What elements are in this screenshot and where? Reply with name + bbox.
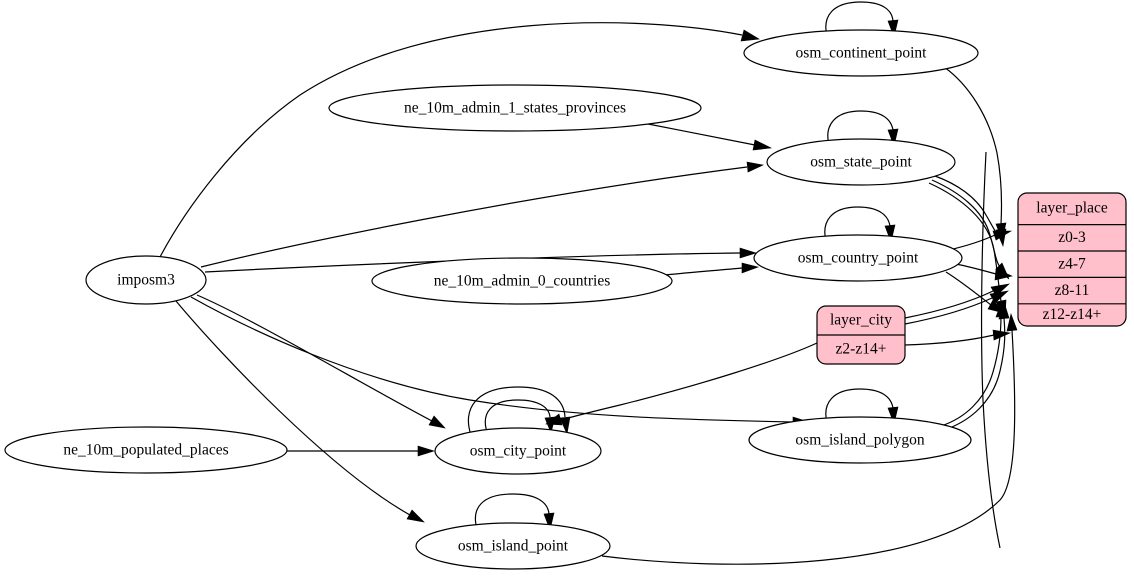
edge-ne_states-to-osm_state_point — [647, 123, 773, 151]
node-label-osm_state_point: osm_state_point — [810, 154, 912, 171]
edge-imposm3-to-osm_state_point — [200, 161, 764, 268]
edge-long-vertical-spline — [980, 151, 1001, 549]
record-node-layer_city[interactable]: layer_city z2-z14+ — [816, 305, 906, 365]
selfloop-osm_island_point — [474, 493, 555, 532]
edge-imposm3-to-osm_island_polygon — [190, 296, 811, 428]
edge-ne_populated-to-osm_city_point — [287, 445, 436, 457]
node-osm_continent_point[interactable]: osm_continent_point — [743, 29, 979, 77]
record-row-layer_place-title: layer_place — [1036, 200, 1108, 217]
node-ne_10m_admin_1_states_provinces[interactable]: ne_10m_admin_1_states_provinces — [328, 84, 702, 132]
selfloop-osm_city_point-outer — [467, 386, 571, 436]
node-label-osm_continent_point: osm_continent_point — [796, 45, 928, 62]
edge-layer_city-to-osm_city_point — [545, 342, 818, 426]
edge-ne_countries-to-osm_country_point — [664, 262, 760, 276]
edge-layer_city-to-layer_place — [904, 283, 1012, 346]
edge-osm_island_polygon-to-layer_place — [940, 299, 1010, 431]
record-row-layer_city-z2-z14[interactable]: z2-z14+ — [836, 341, 887, 358]
selfloop-osm_state_point — [827, 110, 899, 148]
node-label-imposm3: imposm3 — [117, 272, 175, 289]
node-label-ne_countries: ne_10m_admin_0_countries — [434, 273, 611, 290]
record-row-layer_place-z0-3[interactable]: z0-3 — [1058, 229, 1086, 246]
record-row-layer_place-z12-z14[interactable]: z12-z14+ — [1043, 306, 1102, 323]
node-ne_10m_admin_0_countries[interactable]: ne_10m_admin_0_countries — [371, 257, 673, 305]
edge-osm_island_point-to-layer_place — [601, 312, 1018, 565]
node-label-osm_city_point: osm_city_point — [470, 443, 567, 460]
edge-imposm3-to-osm_city_point — [196, 294, 446, 429]
node-label-osm_island_point: osm_island_point — [458, 538, 569, 555]
node-osm_state_point[interactable]: osm_state_point — [766, 138, 956, 186]
node-label-osm_country_point: osm_country_point — [798, 250, 919, 267]
node-label-ne_states: ne_10m_admin_1_states_provinces — [404, 100, 626, 117]
record-node-layer_place[interactable]: layer_place z0-3 z4-7 z8-11 z12-z14+ — [1017, 192, 1127, 327]
selfloop-osm_continent_point — [825, 1, 899, 39]
record-row-layer_city-title: layer_city — [830, 312, 892, 329]
node-osm_country_point[interactable]: osm_country_point — [753, 234, 963, 282]
selfloop-osm_country_point — [824, 206, 896, 244]
node-osm_island_point[interactable]: osm_island_point — [415, 522, 611, 570]
edge-layer — [159, 1, 1018, 565]
selfloop-osm_island_polygon — [825, 388, 899, 426]
node-osm_island_polygon[interactable]: osm_island_polygon — [748, 416, 972, 464]
node-osm_city_point[interactable]: osm_city_point — [434, 427, 602, 475]
edge-imposm3-to-osm_continent_point — [159, 22, 760, 258]
edge-imposm3-to-osm_island_point — [175, 300, 425, 523]
node-layer: imposm3 ne_10m_admin_1_states_provinces … — [4, 29, 979, 570]
record-layer: layer_place z0-3 z4-7 z8-11 z12-z14+ lay… — [816, 192, 1127, 365]
node-ne_10m_populated_places[interactable]: ne_10m_populated_places — [4, 426, 288, 474]
node-label-osm_island_polygon: osm_island_polygon — [795, 432, 924, 449]
record-row-layer_place-z4-7[interactable]: z4-7 — [1058, 255, 1086, 272]
node-imposm3[interactable]: imposm3 — [85, 255, 207, 305]
record-row-layer_place-z8-11[interactable]: z8-11 — [1055, 282, 1090, 299]
node-label-ne_populated: ne_10m_populated_places — [63, 442, 228, 459]
